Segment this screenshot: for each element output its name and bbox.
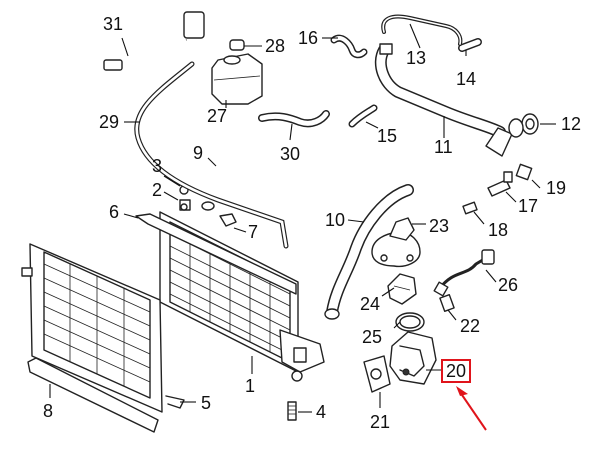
callout-23: 23	[429, 216, 450, 236]
callout-1: 1	[245, 376, 256, 396]
clip-7	[219, 213, 237, 227]
callout-16: 16	[298, 28, 319, 48]
o-ring	[395, 312, 425, 332]
callout-17: 17	[518, 196, 539, 216]
callout-12: 12	[561, 114, 582, 134]
sensor-17	[487, 171, 513, 197]
lower-seal-strip	[27, 357, 159, 433]
hose-30	[258, 110, 330, 128]
callout-15: 15	[377, 126, 398, 146]
callout-29: 29	[99, 112, 120, 132]
callout-20-highlighted: 20	[441, 359, 472, 383]
callout-24: 24	[360, 294, 381, 314]
callout-27: 27	[207, 106, 228, 126]
expansion-tank	[211, 39, 263, 105]
callout-9: 9	[193, 143, 204, 163]
coolant-pipe	[374, 43, 513, 157]
thermostat	[387, 273, 417, 305]
flange-seal	[508, 113, 539, 138]
callout-21: 21	[370, 412, 391, 432]
callout-25: 25	[362, 327, 383, 347]
bolt-18	[462, 201, 478, 215]
radiator	[159, 211, 325, 382]
overflow-hose	[134, 61, 289, 249]
callout-30: 30	[280, 144, 301, 164]
callout-3: 3	[152, 156, 163, 176]
radiator-upper-seal	[135, 213, 297, 295]
callout-19: 19	[546, 178, 567, 198]
callout-6: 6	[109, 202, 120, 222]
pipe-13	[381, 14, 463, 46]
leader-lines	[49, 23, 556, 413]
callout-18: 18	[488, 220, 509, 240]
gasket	[363, 355, 391, 393]
bracket-5	[165, 395, 185, 409]
callout-2: 2	[152, 180, 163, 200]
bolt-22	[439, 294, 455, 312]
hose-14	[458, 38, 482, 52]
highlight-arrow	[456, 386, 487, 431]
callout-22: 22	[460, 316, 481, 336]
upper-hose	[201, 150, 250, 211]
callout-10: 10	[325, 210, 346, 230]
thermostat-housing	[389, 331, 437, 385]
callout-28: 28	[265, 36, 286, 56]
lower-hose	[324, 184, 414, 320]
hose-16	[330, 34, 368, 59]
callout-31: 31	[103, 14, 124, 34]
thermostat-cover	[371, 217, 421, 268]
sensor-connector	[103, 11, 205, 71]
callout-11: 11	[434, 137, 453, 157]
callout-14: 14	[456, 69, 477, 89]
hose-15	[348, 104, 378, 128]
callout-5: 5	[201, 393, 212, 413]
condenser	[21, 243, 163, 413]
callout-13: 13	[406, 48, 427, 68]
callout-26: 26	[498, 275, 519, 295]
callout-7: 7	[248, 222, 259, 242]
callout-8: 8	[43, 401, 54, 421]
sensor-19	[515, 163, 533, 181]
drain-plug	[287, 401, 297, 421]
sensor-26	[433, 249, 495, 297]
callout-4: 4	[316, 402, 327, 422]
